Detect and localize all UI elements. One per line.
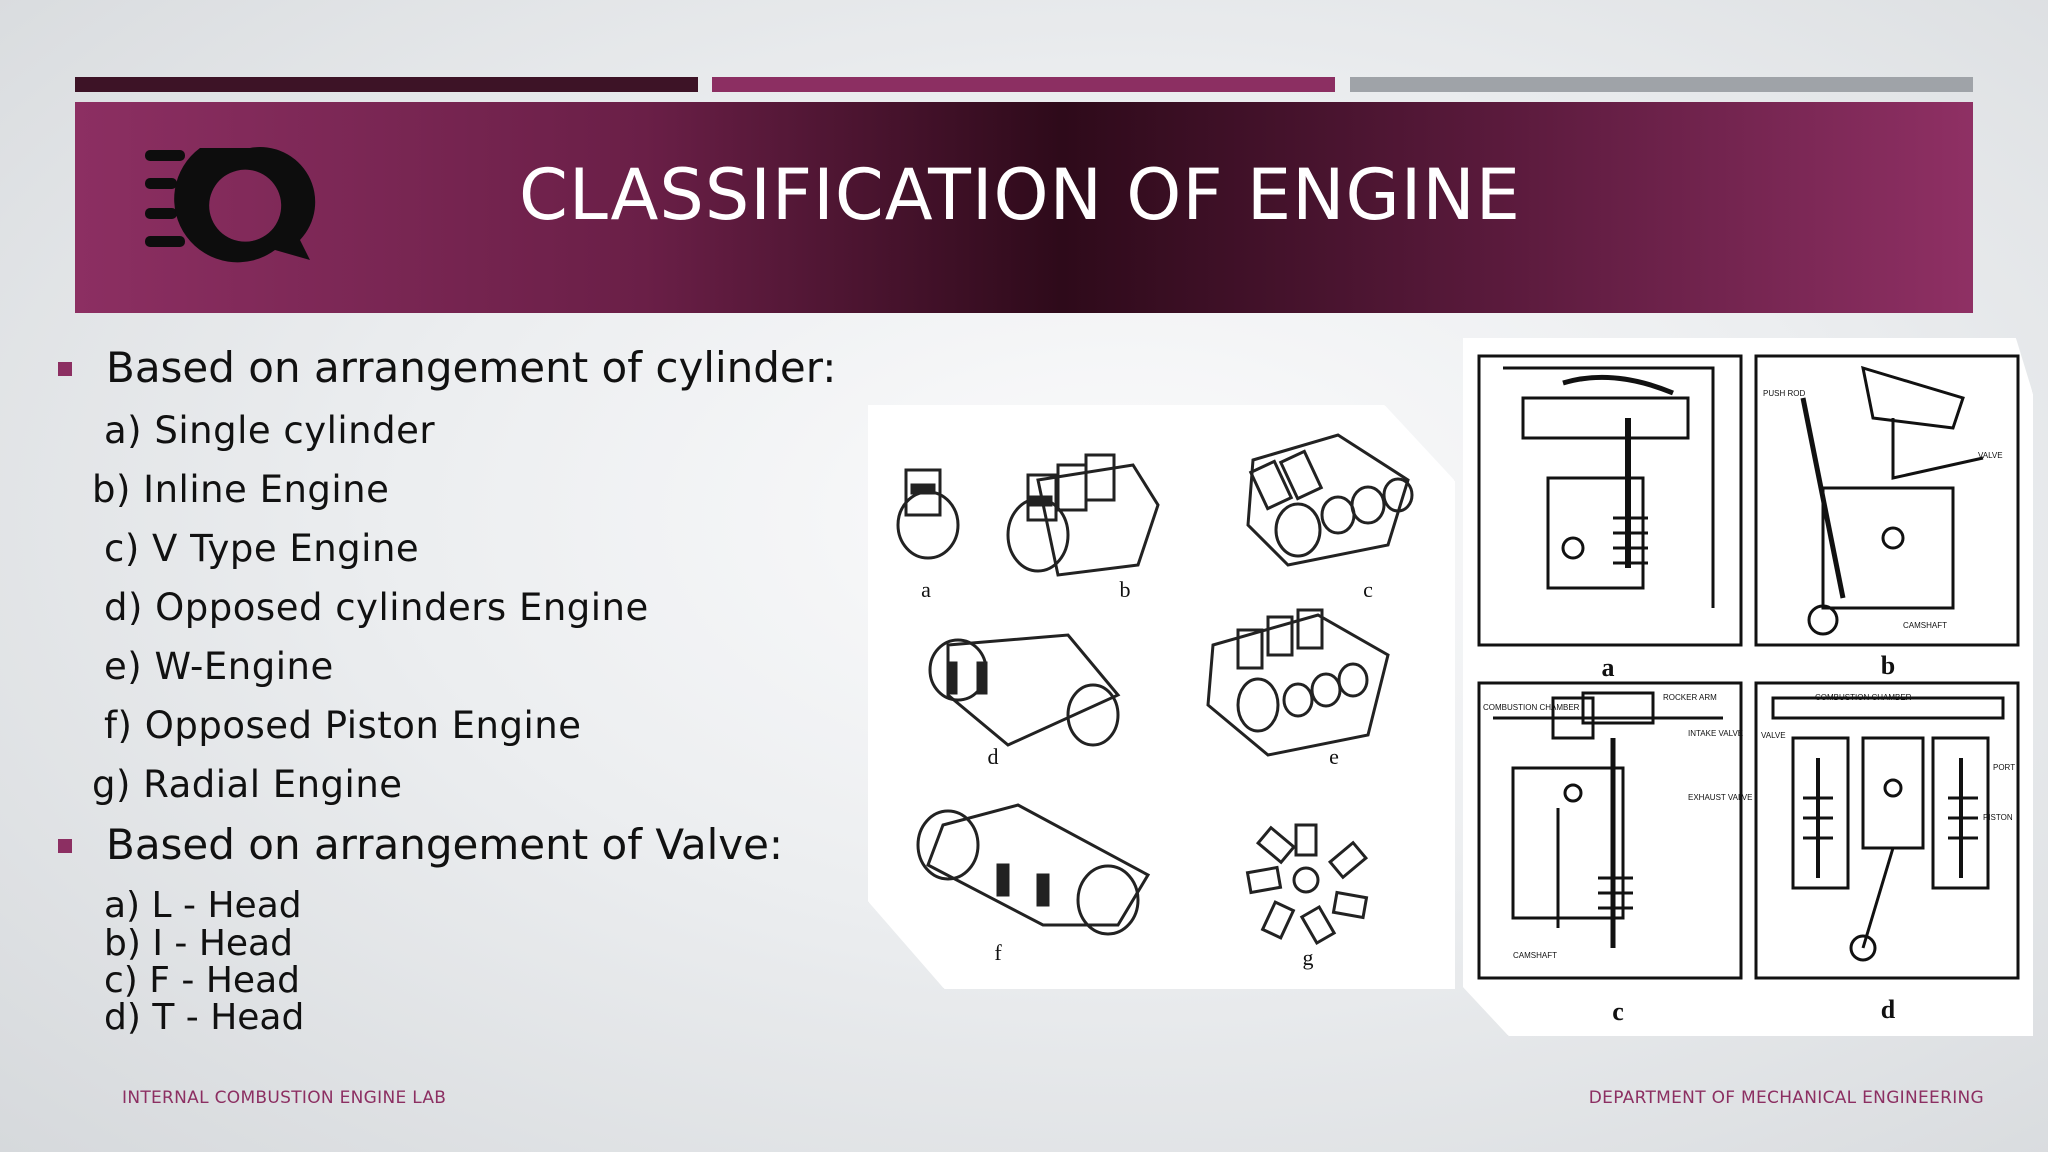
annotation-label: VALVE [1978, 451, 2003, 460]
figure-label: e [1329, 744, 1339, 769]
annotation-label: INTAKE VALVE [1688, 729, 1743, 738]
figure-label: a [1602, 653, 1615, 682]
cylinder-arrangements-drawing: a b c d e f g [896, 433, 1414, 970]
bullet-icon [58, 839, 72, 853]
figure-label: a [921, 577, 931, 602]
heading-valve: Based on arrangement of Valve: [106, 820, 784, 869]
list-item-single-cylinder: a) Single cylinder [104, 409, 436, 452]
figure-label: f [994, 940, 1002, 965]
annotation-label: CAMSHAFT [1513, 951, 1557, 960]
annotation-label: VALVE [1761, 731, 1786, 740]
list-item-i-head: b) I - Head [104, 923, 293, 964]
list-item-f-head: c) F - Head [104, 960, 300, 1001]
list-item-opposed-cylinders: d) Opposed cylinders Engine [104, 586, 649, 629]
valve-arrangements-drawing: PUSH ROD VALVE CAMSHAFT COMBUSTION CHAMB… [1477, 354, 2020, 1026]
figure-label: d [988, 744, 999, 769]
bullet-icon [58, 362, 72, 376]
list-item-opposed-piston: f) Opposed Piston Engine [104, 704, 582, 747]
top-bar-gray [1350, 77, 1973, 92]
figure-cylinder-arrangements: a b c d e f g [868, 405, 1455, 989]
list-item-t-head: d) T - Head [104, 997, 305, 1038]
annotation-label: EXHAUST VALVE [1688, 793, 1752, 802]
list-item-inline: b) Inline Engine [92, 468, 390, 511]
footer-left: INTERNAL COMBUSTION ENGINE LAB [122, 1088, 447, 1108]
figure-label: c [1363, 577, 1373, 602]
annotation-label: ROCKER ARM [1663, 693, 1717, 702]
top-bar-accent [712, 77, 1335, 92]
top-bar-dark [75, 77, 698, 92]
annotation-label: COMBUSTION CHAMBER [1815, 693, 1912, 702]
annotation-label: PORT [1993, 763, 2015, 772]
figure-label: d [1881, 995, 1896, 1024]
list-item-w-engine: e) W-Engine [104, 645, 334, 688]
footer-right: DEPARTMENT OF MECHANICAL ENGINEERING [1588, 1088, 1984, 1108]
figure-label: g [1303, 945, 1314, 970]
annotation-label: COMBUSTION CHAMBER [1483, 703, 1580, 712]
list-item-v-type: c) V Type Engine [104, 527, 420, 570]
figure-label: c [1612, 997, 1624, 1026]
annotation-label: CAMSHAFT [1903, 621, 1947, 630]
figure-label: b [1881, 651, 1895, 680]
eq-logo-icon [145, 147, 316, 263]
list-item-radial: g) Radial Engine [92, 763, 403, 806]
figure-label: b [1120, 577, 1131, 602]
slide-title: CLASSIFICATION OF ENGINE [519, 154, 1521, 236]
list-item-l-head: a) L - Head [104, 885, 302, 926]
title-banner [75, 102, 1973, 313]
annotation-label: PUSH ROD [1763, 389, 1805, 398]
heading-cylinder: Based on arrangement of cylinder: [106, 343, 837, 392]
annotation-label: PISTON [1983, 813, 2013, 822]
figure-valve-arrangements: PUSH ROD VALVE CAMSHAFT COMBUSTION CHAMB… [1463, 338, 2033, 1036]
